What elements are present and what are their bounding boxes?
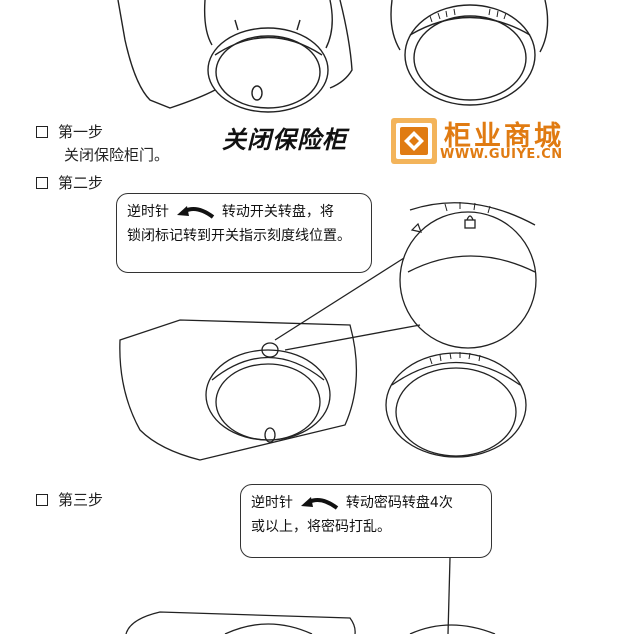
checkbox-icon <box>36 493 48 506</box>
callout-1-after-arrow: 转动开关转盘，将 <box>221 204 334 220</box>
safe-dial-illustration-step2 <box>119 202 537 461</box>
brand-logo-icon <box>391 118 437 164</box>
safe-dial-illustration-bottom <box>125 557 496 634</box>
callout-2-after-arrow: 转动密码转盘4次 <box>345 495 453 511</box>
brand-name: 柜业商城 <box>444 121 564 152</box>
instruction-callout-1: 逆时针 转动开关转盘，将 锁闭标记转到开关指示刻度线位置。 <box>116 193 372 273</box>
unlock-icon <box>410 222 422 233</box>
step-1-description: 关闭保险柜门。 <box>64 146 170 164</box>
step-2-label: 第二步 <box>58 174 104 192</box>
step-2-heading: 第二步 <box>36 172 103 193</box>
callout-2-line-1: 逆时针 转动密码转盘4次 <box>251 491 481 515</box>
counterclockwise-arrow-icon <box>301 497 339 510</box>
step-1-label: 第一步 <box>58 123 104 141</box>
callout-1-before-arrow: 逆时针 <box>127 204 169 220</box>
step-3-label: 第三步 <box>58 491 104 509</box>
callout-2-before-arrow: 逆时针 <box>251 495 293 511</box>
section-title: 关闭保险柜 <box>222 125 347 154</box>
brand-url: WWW.GUIYE.CN <box>440 147 563 162</box>
step-1-heading: 第一步 <box>36 121 103 142</box>
checkbox-icon <box>36 125 48 138</box>
checkbox-icon <box>36 176 48 189</box>
lock-icon <box>464 215 476 229</box>
callout-2-rest: 或以上，将密码打乱。 <box>251 519 391 535</box>
step-3-heading: 第三步 <box>36 489 103 510</box>
safe-dial-illustration-top <box>117 0 549 113</box>
instruction-callout-2: 逆时针 转动密码转盘4次 或以上，将密码打乱。 <box>240 484 492 558</box>
callout-1-line-1: 逆时针 转动开关转盘，将 <box>127 200 361 224</box>
callout-1-rest: 锁闭标记转到开关指示刻度线位置。 <box>127 228 351 244</box>
counterclockwise-arrow-icon <box>177 206 215 219</box>
